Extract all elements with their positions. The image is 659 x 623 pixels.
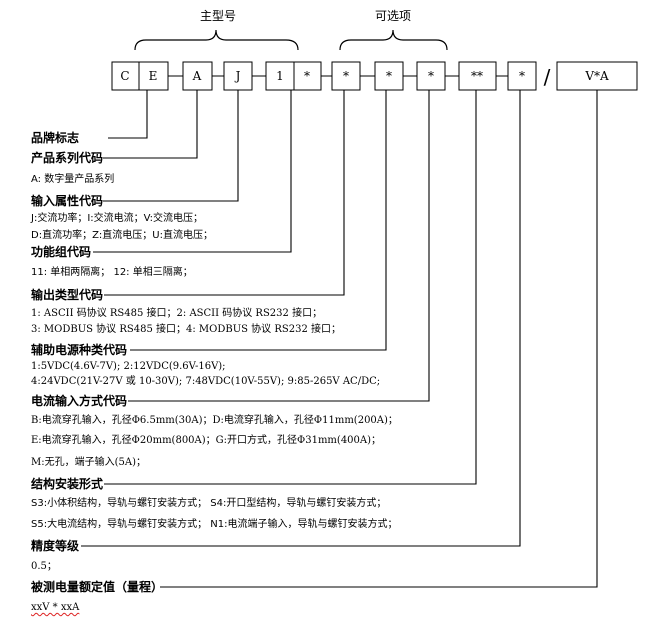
- code-install: **: [471, 69, 483, 83]
- code-e: E: [149, 69, 158, 83]
- code-a: A: [192, 69, 202, 83]
- leader-aux-power: [130, 90, 387, 351]
- title-accuracy: 精度等级: [31, 539, 80, 553]
- code-1: 1: [276, 69, 284, 83]
- leader-output: [104, 90, 345, 296]
- leader-lines: [81, 90, 598, 588]
- title-install: 结构安装形式: [31, 477, 104, 491]
- title-rated: 被测电量额定值（量程）: [31, 580, 164, 594]
- code-box-e: [138, 61, 169, 91]
- code-rated: V*A: [584, 69, 609, 83]
- desc-output-2: 3: MODBUS 协议 RS485 接口；4: MODBUS 协议 RS232…: [31, 324, 341, 335]
- code-current-input: *: [428, 69, 434, 83]
- desc-input-attr-1: J:交流功率；I:交流电流；V:交流电压；: [31, 213, 204, 224]
- slash-separator: /: [544, 65, 551, 89]
- title-brand: 品牌标志: [31, 131, 80, 145]
- desc-install-2: S5:大电流结构，导轨与螺钉安装方式； N1:电流端子输入，导轨与螺钉安装方式；: [31, 519, 398, 530]
- optional-brace: [339, 29, 448, 51]
- code-j: J: [234, 69, 241, 83]
- optional-label: 可选项: [375, 9, 411, 23]
- desc-aux-power-2: 4:24VDC(21V-27V 或 10-30V); 7:48VDC(10V-5…: [31, 376, 381, 387]
- desc-current-input-2: E:电流穿孔输入，孔径Φ20mm(800A)；G:开口方式，孔径Φ31mm(40…: [31, 435, 382, 446]
- code-box-c: [111, 61, 140, 91]
- code-box-accuracy: [507, 61, 537, 91]
- main-model-label: 主型号: [200, 9, 236, 23]
- title-input-attr: 输入属性代码: [31, 194, 104, 208]
- title-output: 输出类型代码: [31, 288, 104, 302]
- desc-accuracy-1: 0.5；: [31, 561, 57, 572]
- code-box-labels: C E A J 1 * * * * ** * V*A: [120, 69, 609, 83]
- desc-function-1: 11: 单相两隔离； 12: 单相三隔离；: [31, 267, 193, 278]
- code-output: *: [343, 69, 349, 83]
- desc-aux-power-1: 1:5VDC(4.6V-7V); 2:12VDC(9.6V-16V);: [31, 361, 226, 372]
- desc-output-1: 1: ASCII 码协议 RS485 接口；2: ASCII 码协议 RS232…: [31, 308, 323, 319]
- code-accuracy: *: [519, 69, 525, 83]
- code-boxes: [111, 61, 638, 91]
- desc-input-attr-2: D:直流功率；Z:直流电压；U:直流电压；: [31, 230, 213, 241]
- desc-install-1: S3:小体积结构，导轨与螺钉安装方式； S4:开口型结构，导轨与螺钉安装方式；: [31, 498, 387, 509]
- code-box-install: [458, 61, 497, 91]
- leader-rated: [160, 90, 598, 588]
- leader-function: [93, 90, 292, 253]
- main-model-brace: [134, 29, 299, 51]
- code-c: C: [120, 69, 129, 83]
- desc-current-input-1: B:电流穿孔输入，孔径Φ6.5mm(30A)；D:电流穿孔输入，孔径Φ11mm(…: [31, 415, 398, 426]
- leader-current-input: [128, 90, 430, 402]
- title-function: 功能组代码: [31, 245, 92, 259]
- title-series: 产品系列代码: [31, 151, 104, 165]
- desc-current-input-3: M:无孔，端子输入(5A)；: [31, 457, 146, 468]
- code-function-star: *: [304, 69, 310, 83]
- leader-series: [103, 90, 198, 159]
- leader-brand: [108, 90, 148, 139]
- desc-series-1: A: 数字量产品系列: [31, 174, 115, 185]
- leader-input-attr: [103, 90, 239, 202]
- title-current-input: 电流输入方式代码: [31, 394, 128, 408]
- leader-accuracy: [81, 90, 521, 547]
- code-aux-power: *: [386, 69, 392, 83]
- leader-install: [104, 90, 477, 485]
- title-aux-power: 辅助电源种类代码: [31, 343, 128, 357]
- code-box-rated: [556, 61, 638, 91]
- desc-rated-1: xxV * xxA: [31, 602, 80, 613]
